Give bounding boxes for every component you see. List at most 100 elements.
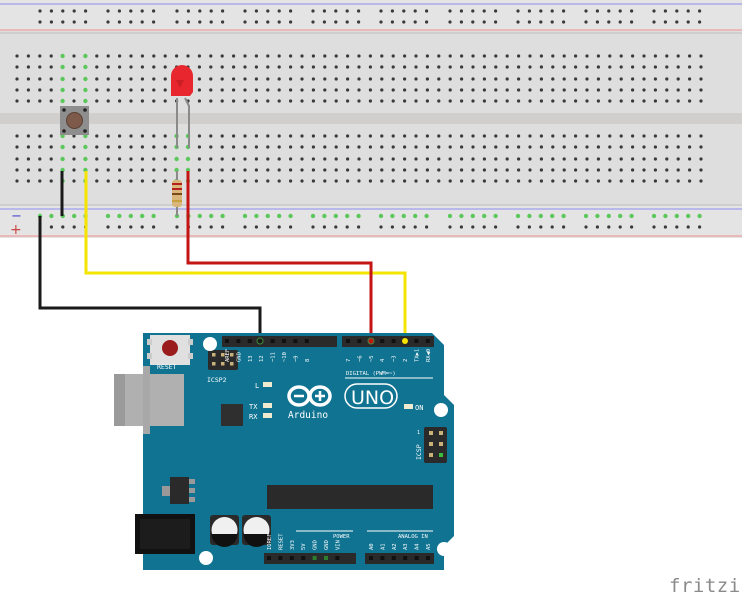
breadboard-hole[interactable] [403,134,407,138]
breadboard-hole[interactable] [106,88,110,92]
breadboard-hole[interactable] [528,65,532,69]
button-signal-wire[interactable] [84,171,407,340]
breadboard-hole[interactable] [95,168,99,172]
breadboard-hole[interactable] [390,225,394,229]
breadboard-hole[interactable] [619,77,623,81]
breadboard-hole[interactable] [482,9,486,13]
breadboard-hole[interactable] [266,54,270,58]
breadboard-hole[interactable] [175,225,179,229]
breadboard-hole[interactable] [323,88,327,92]
breadboard-hole[interactable] [665,157,669,161]
breadboard-hole[interactable] [414,157,418,161]
breadboard-hole[interactable] [106,157,110,161]
breadboard-hole[interactable] [585,179,589,183]
breadboard-hole[interactable] [608,157,612,161]
breadboard-hole[interactable] [629,213,634,219]
breadboard-hole[interactable] [129,20,133,24]
breadboard-hole[interactable] [425,145,429,149]
breadboard-hole[interactable] [140,9,144,13]
breadboard-hole[interactable] [106,20,110,24]
breadboard-hole[interactable] [585,77,589,81]
breadboard-hole[interactable] [403,168,407,172]
breadboard-hole[interactable] [608,168,612,172]
breadboard-hole[interactable] [345,225,349,229]
breadboard-hole[interactable] [197,145,201,149]
breadboard-hole[interactable] [494,65,498,69]
breadboard-hole[interactable] [539,179,544,183]
breadboard-hole[interactable] [72,179,76,183]
breadboard-hole[interactable] [232,65,236,69]
breadboard-hole[interactable] [380,168,384,172]
breadboard-hole[interactable] [242,213,248,219]
breadboard-hole[interactable] [311,145,315,149]
breadboard-hole[interactable] [448,225,452,229]
header-pin[interactable] [278,556,283,560]
breadboard-hole[interactable] [117,213,122,219]
breadboard-hole[interactable] [232,99,236,103]
breadboard-hole[interactable] [323,157,327,161]
breadboard-hole[interactable] [289,77,293,81]
breadboard-hole[interactable] [425,88,429,92]
breadboard-hole[interactable] [494,225,498,229]
digital-header-right[interactable] [342,336,434,347]
breadboard-hole[interactable] [72,213,77,219]
breadboard-hole[interactable] [163,168,167,172]
breadboard-hole[interactable] [72,54,76,58]
breadboard-hole[interactable] [60,98,65,104]
breadboard-hole[interactable] [482,168,486,172]
breadboard-hole[interactable] [72,99,76,103]
breadboard-hole[interactable] [140,168,144,172]
breadboard-hole[interactable] [346,145,350,149]
breadboard-hole[interactable] [642,77,646,81]
breadboard-hole[interactable] [448,145,452,149]
breadboard-hole[interactable] [300,168,304,172]
breadboard-hole[interactable] [289,134,293,138]
breadboard-hole[interactable] [357,179,361,183]
breadboard-hole[interactable] [551,179,555,183]
breadboard-hole[interactable] [152,168,156,172]
breadboard-hole[interactable] [26,54,30,58]
header-pin[interactable] [403,556,408,560]
breadboard-hole[interactable] [607,9,611,13]
breadboard-hole[interactable] [380,157,384,161]
breadboard-hole[interactable] [425,157,429,161]
breadboard-hole[interactable] [61,9,65,13]
breadboard-hole[interactable] [562,20,566,24]
pushbutton[interactable] [60,106,89,135]
breadboard-hole[interactable] [652,20,656,24]
breadboard-hole[interactable] [390,20,394,24]
breadboard-hole[interactable] [665,145,669,149]
breadboard-hole[interactable] [209,213,214,219]
breadboard-hole[interactable] [391,179,395,183]
breadboard-hole[interactable] [551,168,555,172]
breadboard-hole[interactable] [72,20,76,24]
breadboard-hole[interactable] [185,156,191,162]
breadboard-hole[interactable] [322,213,327,219]
breadboard-hole[interactable] [448,77,452,81]
breadboard-hole[interactable] [574,88,578,92]
breadboard-hole[interactable] [266,134,270,138]
breadboard-hole[interactable] [220,77,224,81]
breadboard-hole[interactable] [83,144,88,150]
breadboard-hole[interactable] [413,20,417,24]
breadboard-hole[interactable] [152,157,156,161]
breadboard-hole[interactable] [642,145,646,149]
breadboard-hole[interactable] [505,168,509,172]
header-pin[interactable] [312,556,317,560]
breadboard-hole[interactable] [232,88,236,92]
breadboard-hole[interactable] [197,65,201,69]
breadboard-hole[interactable] [653,168,658,172]
breadboard-hole[interactable] [437,134,441,138]
breadboard-hole[interactable] [482,225,486,229]
breadboard-hole[interactable] [527,9,532,13]
breadboard-hole[interactable] [333,213,338,219]
breadboard-hole[interactable] [676,145,680,149]
breadboard-hole[interactable] [95,157,99,161]
breadboard-hole[interactable] [140,20,144,24]
breadboard-hole[interactable] [515,213,521,219]
breadboard-hole[interactable] [663,213,668,219]
breadboard-hole[interactable] [140,134,144,138]
breadboard-hole[interactable] [437,145,441,149]
breadboard-hole[interactable] [653,134,658,138]
breadboard-hole[interactable] [482,145,486,149]
